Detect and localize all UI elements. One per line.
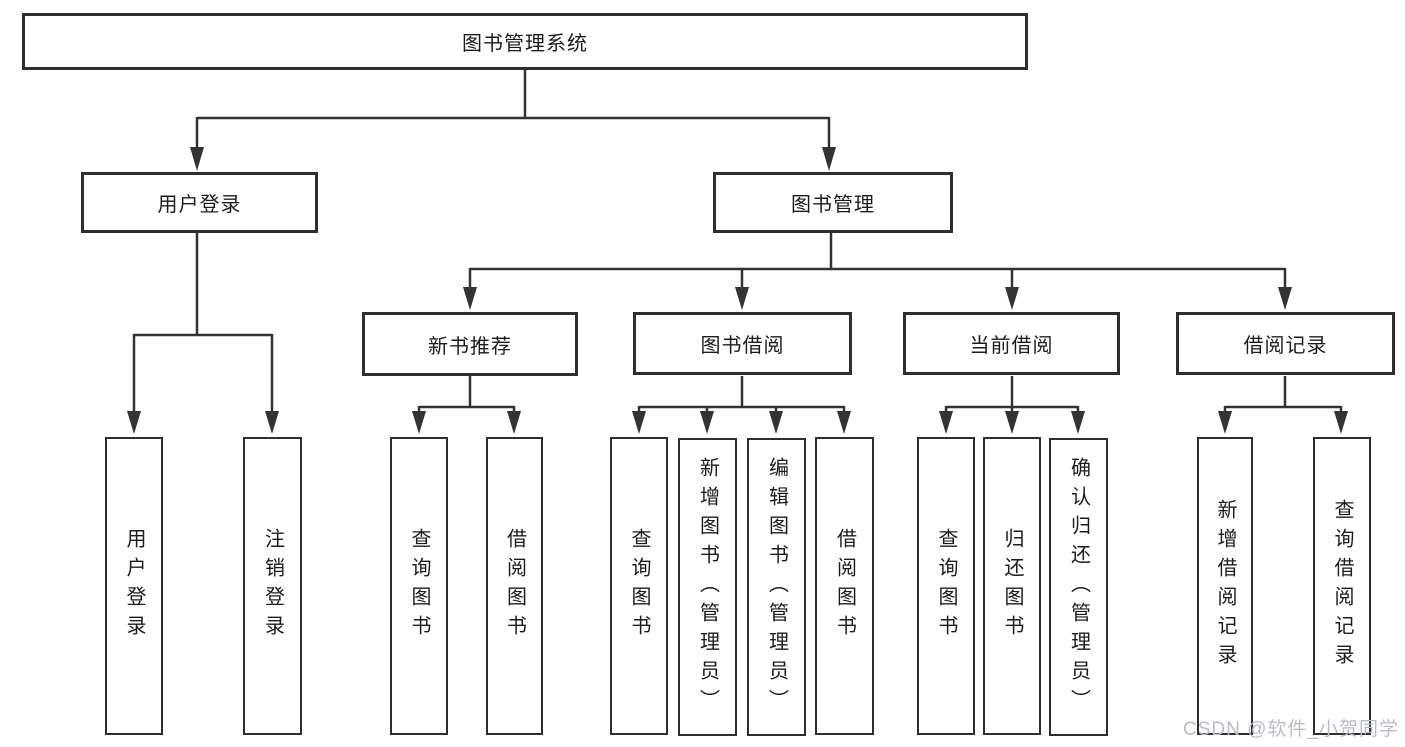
node-logout-label: 注销登录: [261, 528, 284, 644]
node-borrow-records: 借阅记录: [1176, 312, 1395, 375]
node-return-books: 归还图书: [983, 437, 1041, 735]
node-library-system: 图书管理系统: [22, 13, 1028, 70]
node-new-book-recommend: 新书推荐: [362, 312, 578, 376]
node-return-books-label: 归还图书: [1001, 528, 1023, 644]
node-edit-books-admin: 编辑图书（管理员）: [747, 438, 806, 736]
node-add-books-admin-label: 新增图书（管理员）: [696, 456, 719, 718]
node-book-management-label: 图书管理: [791, 194, 875, 216]
node-user-login-action-label: 用户登录: [123, 528, 145, 644]
node-query-borrow-record: 查询借阅记录: [1313, 437, 1371, 735]
node-book-management: 图书管理: [713, 172, 953, 233]
node-borrow-books-recommend: 借阅图书: [486, 437, 543, 735]
node-confirm-return-admin: 确认归还（管理员）: [1049, 438, 1108, 736]
node-query-books-borrow: 查询图书: [610, 437, 668, 735]
node-user-login-action: 用户登录: [105, 437, 163, 735]
node-add-borrow-record: 新增借阅记录: [1197, 437, 1253, 735]
node-add-books-admin: 新增图书（管理员）: [678, 438, 737, 736]
node-logout: 注销登录: [243, 437, 302, 735]
node-add-borrow-record-label: 新增借阅记录: [1214, 499, 1236, 673]
node-query-borrow-record-label: 查询借阅记录: [1331, 499, 1353, 673]
node-query-books-current-label: 查询图书: [935, 528, 957, 644]
node-current-borrow: 当前借阅: [903, 312, 1120, 375]
node-new-book-recommend-label: 新书推荐: [428, 335, 512, 358]
node-borrow-books-recommend-label: 借阅图书: [503, 528, 526, 644]
node-book-borrow: 图书借阅: [633, 312, 852, 375]
node-user-login: 用户登录: [81, 172, 318, 233]
node-current-borrow-label: 当前借阅: [969, 335, 1054, 357]
node-query-books-borrow-label: 查询图书: [628, 528, 650, 644]
node-borrow-books-label: 借阅图书: [833, 528, 856, 644]
node-book-borrow-label: 图书借阅: [700, 335, 785, 357]
node-borrow-records-label: 借阅记录: [1243, 335, 1328, 357]
node-query-books-current: 查询图书: [917, 437, 975, 735]
node-confirm-return-admin-label: 确认归还（管理员）: [1067, 456, 1090, 718]
node-query-books-recommend: 查询图书: [390, 437, 448, 735]
node-user-login-label: 用户登录: [157, 194, 242, 216]
node-borrow-books: 借阅图书: [815, 437, 874, 735]
node-query-books-recommend-label: 查询图书: [408, 528, 430, 644]
node-library-system-label: 图书管理系统: [462, 33, 588, 55]
csdn-watermark: CSDN @软件_小贺同学: [1183, 719, 1399, 740]
node-edit-books-admin-label: 编辑图书（管理员）: [765, 456, 788, 718]
